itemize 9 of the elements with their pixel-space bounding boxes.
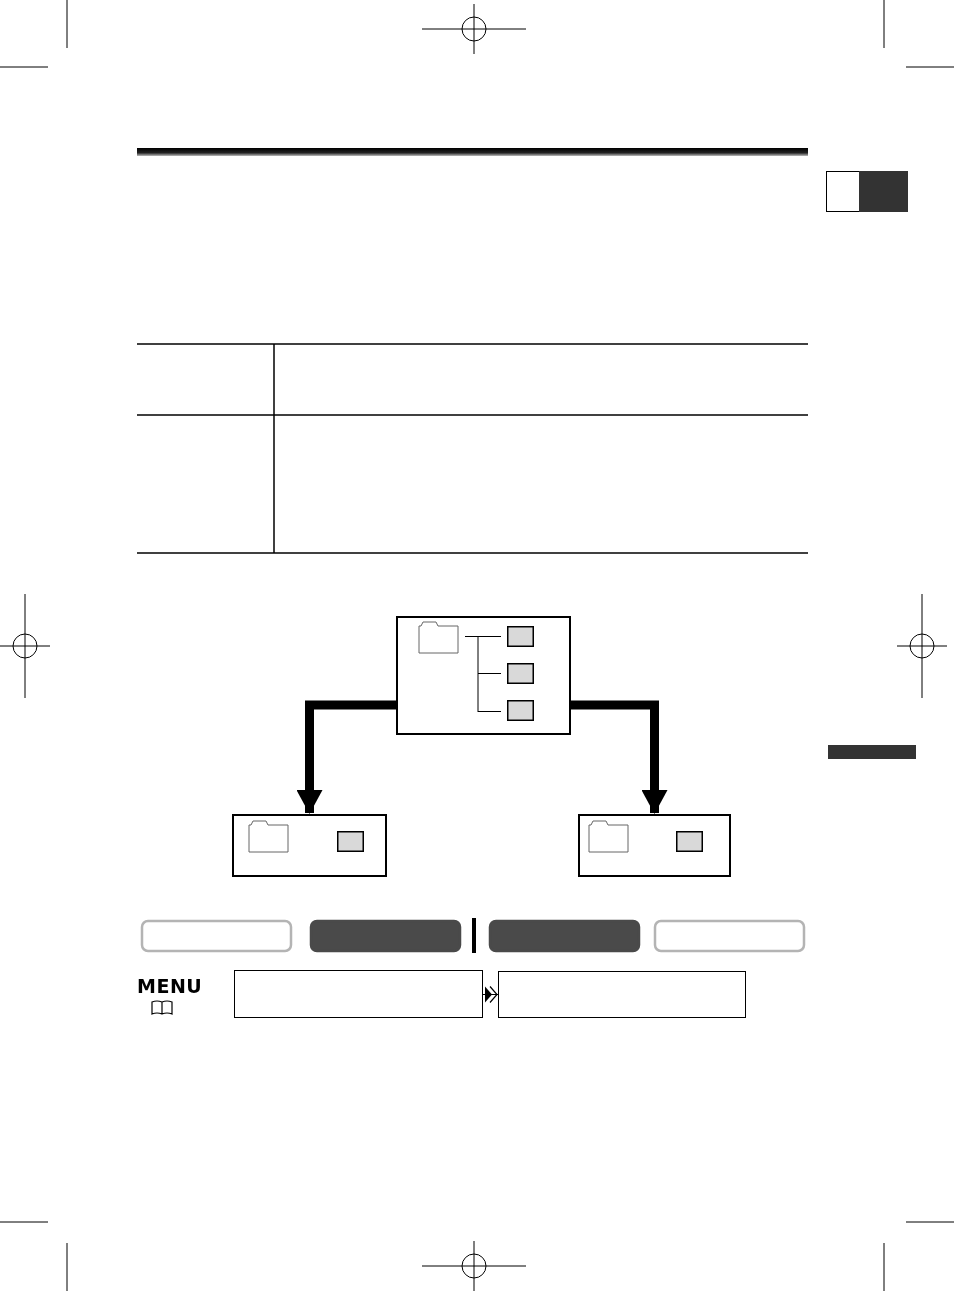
file-box — [232, 814, 387, 877]
arrow — [482, 985, 499, 1004]
file-box — [498, 971, 746, 1018]
arrow — [571, 700, 668, 814]
menu-label: MENU — [137, 975, 203, 997]
file-box — [396, 616, 571, 735]
file-box — [578, 814, 731, 877]
file-box — [234, 970, 483, 1018]
arrow — [296, 700, 396, 814]
